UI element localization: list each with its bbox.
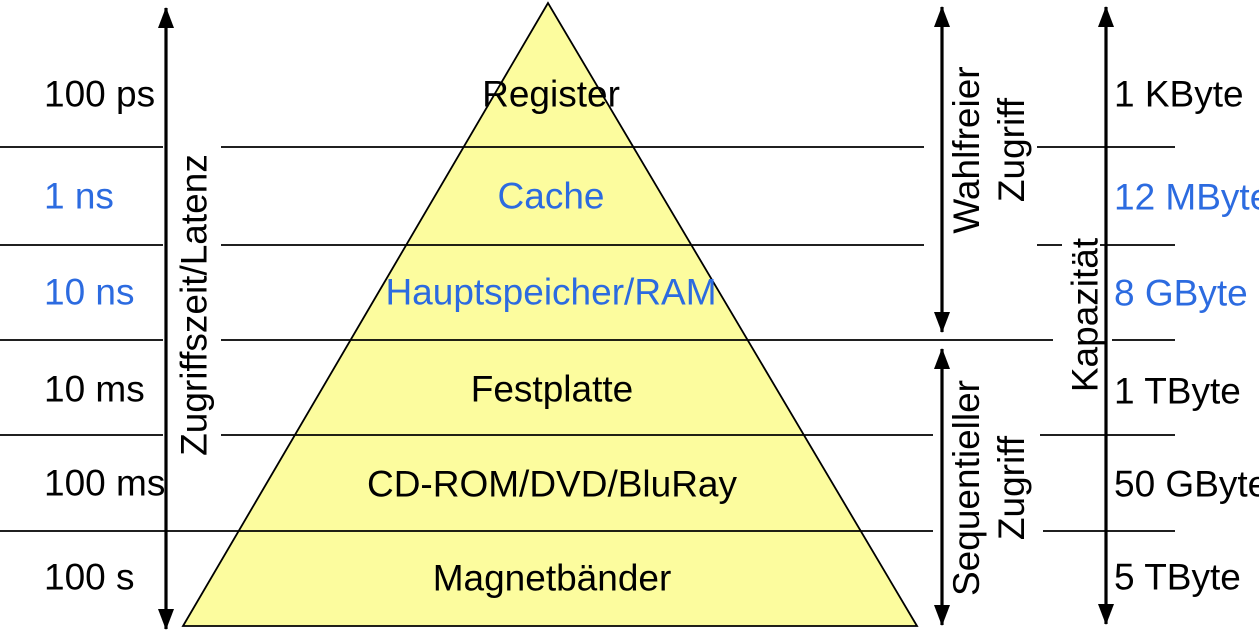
latency-label-ram: 10 ns — [44, 271, 135, 313]
level-label-cache: Cache — [497, 175, 605, 217]
pyramid-shape — [181, 1, 919, 627]
latency-label-disk: 10 ms — [44, 368, 145, 410]
latency-label-optical: 100 ms — [44, 462, 166, 504]
level-label-ram: Hauptspeicher/RAM — [385, 271, 717, 313]
random-access-caption-line2: Zugriff — [991, 97, 1032, 203]
random-access-caption-line1: Wahlfreier — [946, 66, 987, 234]
sequential-access-caption: Sequentieller Zugriff — [944, 380, 1034, 596]
latency-label-cache: 1 ns — [44, 175, 114, 217]
latency-axis-caption: Zugriffszeit/Latenz — [173, 154, 215, 456]
capacity-label-disk: 1 TByte — [1114, 370, 1241, 412]
level-label-tape: Magnetbänder — [432, 557, 672, 599]
level-separator-lines — [0, 146, 1175, 532]
capacity-label-optical: 50 GByte — [1114, 463, 1259, 505]
capacity-axis-caption: Kapazität — [1064, 237, 1106, 393]
latency-label-tape: 100 s — [44, 556, 135, 598]
capacity-label-ram: 8 GByte — [1114, 272, 1248, 314]
capacity-label-cache: 12 MByte — [1114, 176, 1259, 218]
level-label-disk: Festplatte — [470, 368, 634, 410]
latency-label-register: 100 ps — [44, 73, 156, 115]
capacity-label-tape: 5 TByte — [1114, 556, 1241, 598]
level-label-optical: CD-ROM/DVD/BluRay — [366, 463, 738, 505]
capacity-label-register: 1 KByte — [1114, 73, 1244, 115]
level-label-register: Register — [482, 73, 620, 115]
sequential-access-caption-line1: Sequentieller — [946, 380, 987, 596]
sequential-access-caption-line2: Zugriff — [991, 435, 1032, 541]
random-access-caption: Wahlfreier Zugriff — [944, 66, 1034, 233]
